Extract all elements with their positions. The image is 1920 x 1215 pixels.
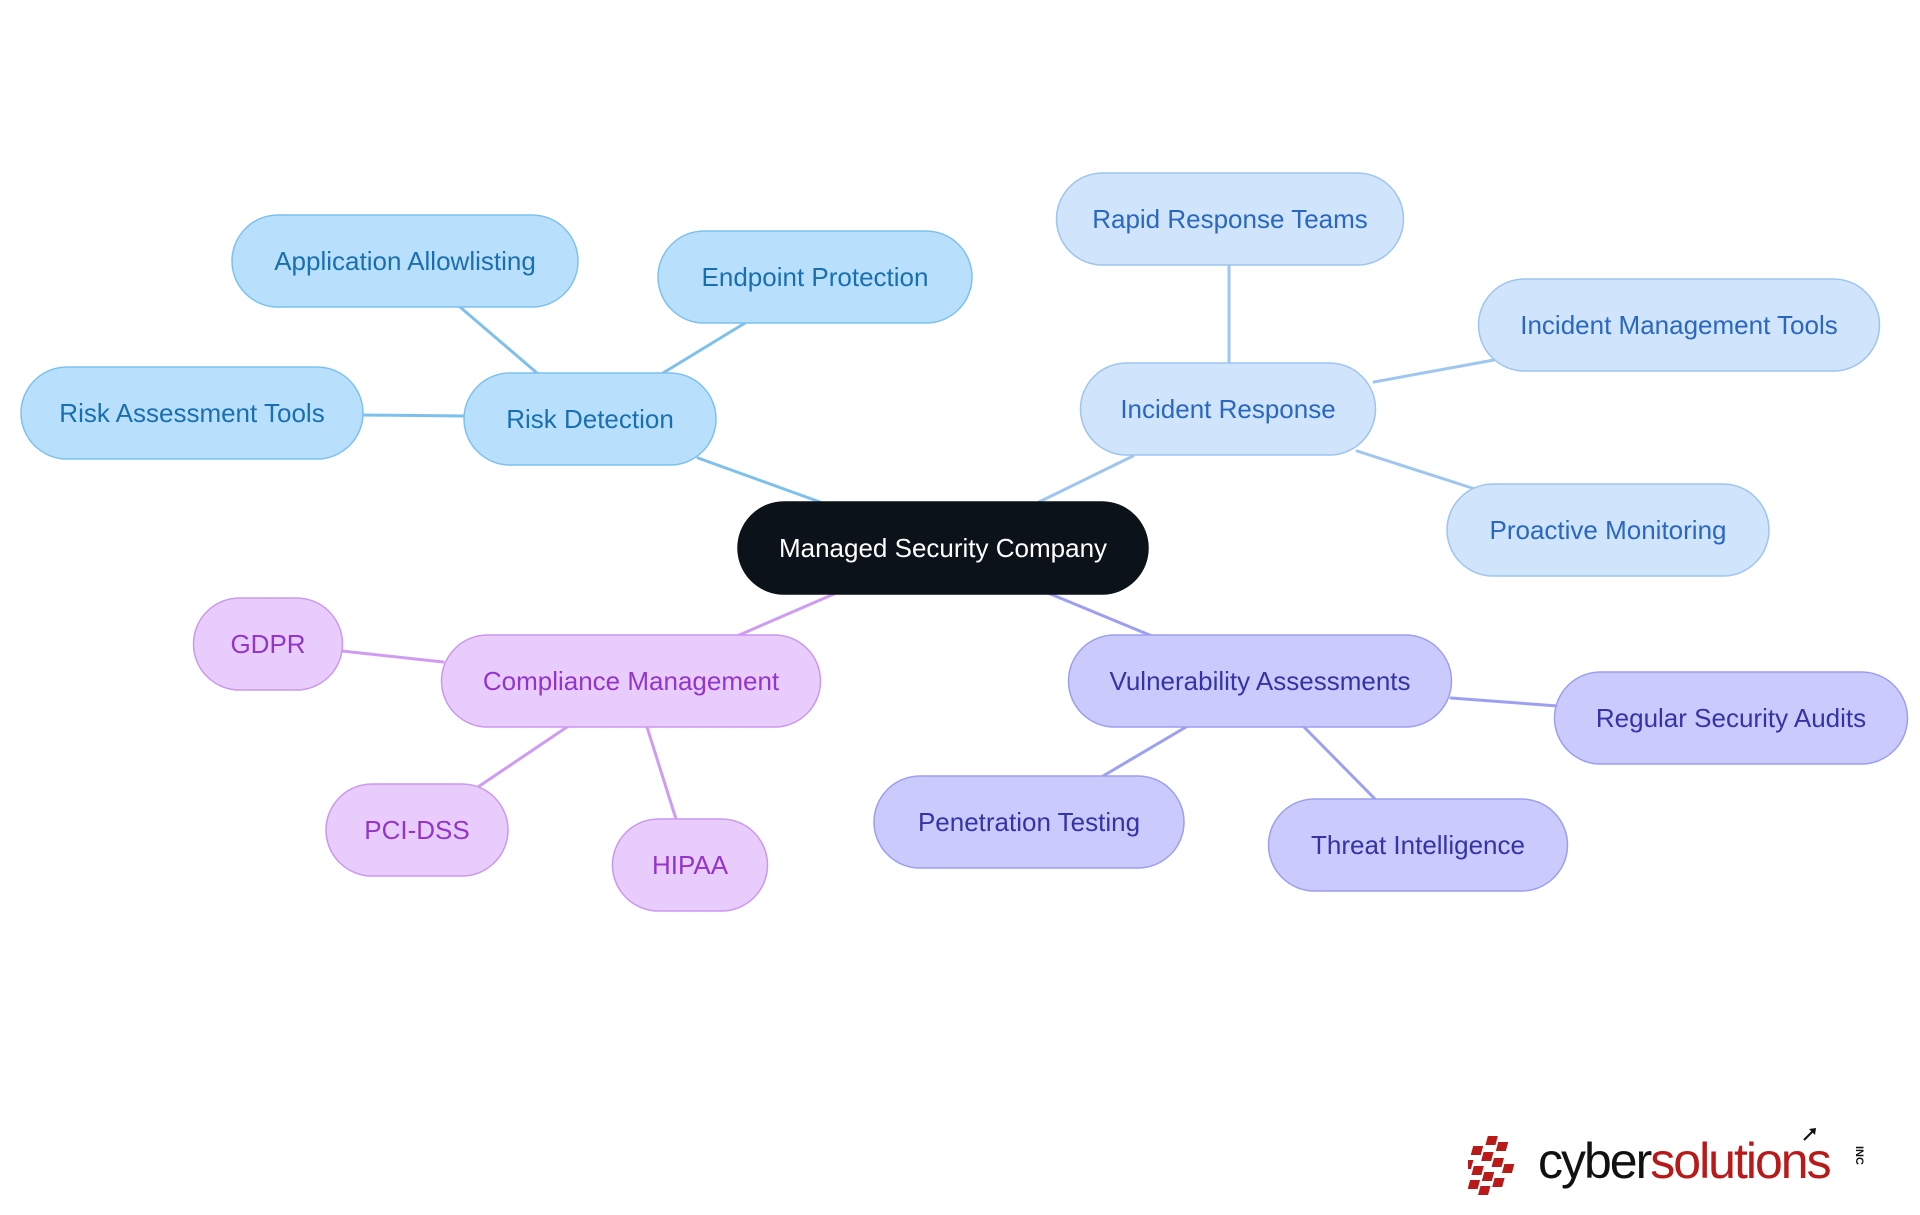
leaf-node-incident-management-tools-label: Incident Management Tools [1520, 310, 1838, 340]
logo-square-7 [1468, 1160, 1474, 1169]
leaf-node-incident-management-tools: Incident Management Tools [1477, 278, 1881, 372]
central-topic-node-shape [737, 501, 1149, 595]
svg-text:cybersolutions: cybersolutions [1538, 1133, 1831, 1189]
leaf-node-gdpr-shape [192, 597, 344, 691]
connector-compliance-pci-dss [476, 725, 569, 789]
leaf-node-application-allowlisting-shape [231, 214, 579, 308]
leaf-node-hipaa-shape [611, 818, 769, 912]
branch-node-compliance-management-label: Compliance Management [483, 666, 780, 696]
logo-square-6 [1501, 1164, 1515, 1173]
logo-word-cyber: cyber [1538, 1133, 1652, 1189]
leaf-node-application-allowlisting: Application Allowlisting [231, 214, 579, 308]
logo-word-solutions: solutions [1650, 1133, 1830, 1189]
leaf-node-gdpr-label: GDPR [230, 629, 305, 659]
leaf-node-penetration-testing-shape [873, 775, 1185, 869]
connector-vuln-penetration-testing [1101, 725, 1188, 778]
branch-node-incident-response-shape [1079, 362, 1377, 456]
logo-arrowhead-icon [1809, 1128, 1816, 1135]
leaf-node-hipaa-label: HIPAA [652, 850, 729, 880]
logo-square-2 [1495, 1142, 1509, 1151]
leaf-node-endpoint-protection: Endpoint Protection [657, 230, 973, 324]
central-topic-node: Managed Security Company [737, 501, 1149, 595]
logo-square-9 [1481, 1172, 1495, 1181]
connector-incident-proactive-monitoring [1355, 449, 1477, 491]
cybersolutions-logo: cybersolutions INC [1468, 1128, 1865, 1195]
leaf-node-proactive-monitoring-label: Proactive Monitoring [1490, 515, 1727, 545]
mind-map-connectors [340, 263, 1560, 821]
leaf-node-risk-assessment-tools-label: Risk Assessment Tools [59, 398, 324, 428]
central-topic-node-label: Managed Security Company [779, 533, 1107, 563]
branch-node-vulnerability-assessments: Vulnerability Assessments [1067, 634, 1453, 728]
connector-risk-risk-assessment-tools [361, 413, 466, 418]
connector-incident-incident-management-tools [1372, 358, 1496, 384]
logo-square-4 [1481, 1152, 1494, 1161]
branch-node-incident-response: Incident Response [1079, 362, 1377, 456]
logo-square-1 [1485, 1136, 1498, 1145]
logo-square-10 [1492, 1178, 1505, 1187]
leaf-node-proactive-monitoring-shape [1446, 483, 1770, 577]
leaf-node-pci-dss: PCI-DSS [325, 783, 509, 877]
connector-compliance-gdpr [340, 649, 445, 664]
leaf-node-application-allowlisting-label: Application Allowlisting [274, 246, 536, 276]
leaf-node-incident-management-tools-shape [1477, 278, 1881, 372]
connector-risk-application-allowlisting [458, 305, 539, 375]
leaf-node-threat-intelligence-shape [1267, 798, 1569, 892]
branch-node-incident-response-label: Incident Response [1120, 394, 1335, 424]
leaf-node-regular-security-audits-shape [1553, 671, 1909, 765]
leaf-node-risk-assessment-tools-shape [20, 366, 364, 460]
branch-node-vulnerability-assessments-label: Vulnerability Assessments [1109, 666, 1410, 696]
leaf-node-regular-security-audits-label: Regular Security Audits [1596, 703, 1866, 733]
leaf-node-rapid-response-teams: Rapid Response Teams [1055, 172, 1405, 266]
branch-node-risk-detection: Risk Detection [463, 372, 717, 466]
mind-map-nodes: Managed Security Company Risk Detection Ap… [20, 172, 1909, 912]
branch-node-risk-detection-label: Risk Detection [506, 404, 674, 434]
logo-square-8 [1471, 1166, 1484, 1175]
connector-center-risk [696, 456, 822, 504]
leaf-node-penetration-testing: Penetration Testing [873, 775, 1185, 869]
leaf-node-proactive-monitoring: Proactive Monitoring [1446, 483, 1770, 577]
logo-square-5 [1491, 1158, 1504, 1167]
leaf-node-threat-intelligence-label: Threat Intelligence [1311, 830, 1525, 860]
branch-node-risk-detection-shape [463, 372, 717, 466]
leaf-node-rapid-response-teams-label: Rapid Response Teams [1092, 204, 1368, 234]
leaf-node-hipaa: HIPAA [611, 818, 769, 912]
connector-compliance-hipaa [645, 725, 678, 821]
leaf-node-rapid-response-teams-shape [1055, 172, 1405, 266]
connector-vuln-threat-intelligence [1302, 725, 1377, 801]
connector-center-compliance [735, 592, 836, 638]
leaf-node-risk-assessment-tools: Risk Assessment Tools [20, 366, 364, 460]
logo-suffix-inc: INC [1853, 1146, 1865, 1165]
logo-square-12 [1478, 1186, 1491, 1195]
logo-mark-icon [1468, 1136, 1515, 1195]
connector-center-vuln [1046, 591, 1154, 638]
leaf-node-pci-dss-shape [325, 783, 509, 877]
leaf-node-gdpr: GDPR [192, 597, 344, 691]
leaf-node-threat-intelligence: Threat Intelligence [1267, 798, 1569, 892]
connector-risk-endpoint-protection [661, 321, 747, 375]
leaf-node-endpoint-protection-shape [657, 230, 973, 324]
logo-square-3 [1470, 1146, 1484, 1155]
branch-node-compliance-management: Compliance Management [440, 634, 822, 728]
branch-node-vulnerability-assessments-shape [1067, 634, 1453, 728]
leaf-node-regular-security-audits: Regular Security Audits [1553, 671, 1909, 765]
connector-center-incident [1037, 454, 1135, 504]
leaf-node-penetration-testing-label: Penetration Testing [918, 807, 1140, 837]
branch-node-compliance-management-shape [440, 634, 822, 728]
logo-square-11 [1468, 1180, 1481, 1189]
leaf-node-pci-dss-label: PCI-DSS [364, 815, 469, 845]
connector-vuln-regular-security-audits [1449, 696, 1560, 708]
leaf-node-endpoint-protection-label: Endpoint Protection [702, 262, 929, 292]
